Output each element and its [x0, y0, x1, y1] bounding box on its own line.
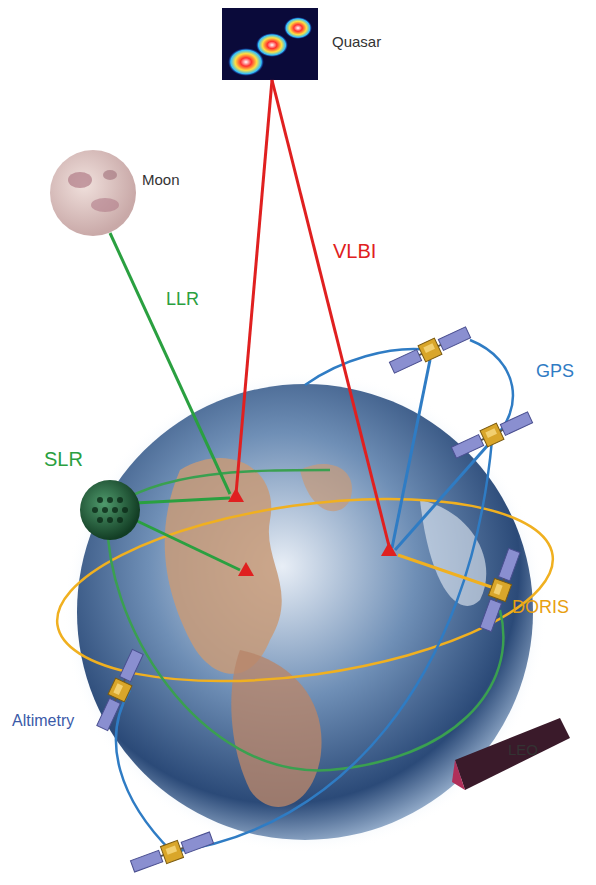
technique-label: GPS: [536, 362, 574, 382]
moon-label: Moon: [142, 172, 180, 189]
technique-label: VLBI: [333, 240, 376, 262]
quasar-label: Quasar: [332, 34, 381, 51]
technique-label: DORIS: [512, 598, 569, 618]
satellite-label: LEO: [508, 742, 538, 759]
technique-label: SLR: [44, 448, 83, 470]
technique-label: LLR: [166, 290, 199, 310]
technique-label: Altimetry: [12, 712, 74, 730]
